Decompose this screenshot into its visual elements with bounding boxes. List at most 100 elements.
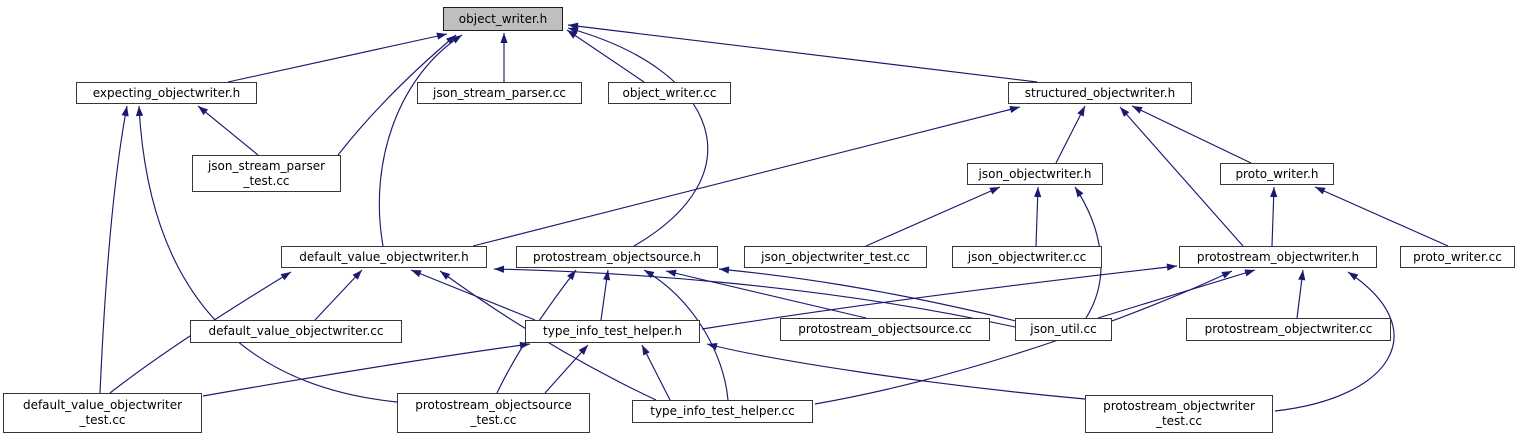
node-json_objectwriter.cc[interactable]: json_objectwriter.cc — [952, 246, 1102, 268]
node-object_writer.cc[interactable]: object_writer.cc — [608, 82, 731, 104]
node-label: object_writer.cc — [622, 85, 717, 100]
edge-pw_cc-pw_h — [1314, 186, 1449, 247]
node-label: proto_writer.h — [1235, 166, 1319, 181]
node-structured_objectwriter.h[interactable]: structured_objectwriter.h — [1008, 82, 1192, 104]
node-label: _test.cc — [1155, 414, 1203, 428]
edge-ju_cc-pos_h — [718, 268, 1017, 322]
node-label: object_writer.h — [458, 11, 548, 26]
arrowhead-ju_cc-jow_h — [1075, 187, 1084, 198]
arrowhead-pos_cc-pos_h — [666, 269, 677, 277]
node-proto_writer.h[interactable]: proto_writer.h — [1220, 163, 1334, 185]
edge-pos_h-ow_h — [567, 27, 709, 247]
edge-ju_cc-pow_h — [1097, 269, 1256, 319]
node-protostream_objectwriter.h[interactable]: protostream_objectwriter.h — [1179, 246, 1377, 268]
node-label: protostream_objectsource.cc — [798, 322, 972, 336]
node-default_value_objectwriter_test.cc[interactable]: default_value_objectwriter_test.cc — [3, 393, 202, 433]
arrowhead-jsp_cc-ow_h — [500, 33, 508, 43]
node-label: json_stream_parser — [207, 158, 326, 173]
node-default_value_objectwriter.cc[interactable]: default_value_objectwriter.cc — [190, 320, 402, 343]
node-object_writer.h[interactable]: object_writer.h — [443, 7, 563, 31]
arrowhead-pw_cc-pw_h — [1315, 187, 1326, 195]
node-label: expecting_objectwriter.h — [92, 85, 241, 100]
node-protostream_objectsource_test.cc[interactable]: protostream_objectsource_test.cc — [397, 393, 590, 433]
edge-pow_h-st_h — [1119, 106, 1244, 247]
edge-dv_h-ow_h — [378, 34, 463, 247]
arrowhead-dv_h-st_h — [1009, 105, 1020, 113]
arrowhead-tit_h-pos_h — [603, 270, 611, 281]
node-label: _test.cc — [79, 413, 126, 427]
arrowhead-tit_h-pow_h — [1166, 263, 1177, 271]
node-label: structured_objectwriter.h — [1024, 85, 1176, 100]
arrowhead-jowt_cc-jow_h — [989, 187, 1000, 195]
node-type_info_test_helper.h[interactable]: type_info_test_helper.h — [525, 320, 700, 343]
node-label: json_objectwriter_test.cc — [761, 249, 910, 264]
edge-ow_cc-ow_h — [566, 29, 645, 83]
arrowhead-pow_h-pw_h — [1270, 187, 1278, 198]
edge-pw_h-st_h — [1131, 105, 1252, 164]
edge-tit_h-pow_h — [701, 265, 1178, 330]
arrowhead-dvt_cc-exp_h — [121, 106, 129, 117]
edge-post_cc-tit_h — [544, 344, 589, 394]
edge-pos_cc-pos_h — [665, 270, 867, 319]
node-label: type_info_test_helper.cc — [650, 404, 795, 418]
arrowhead-tit_h-dv_h — [411, 270, 422, 278]
arrowhead-pw_h-st_h — [1132, 106, 1143, 114]
node-json_stream_parser.cc[interactable]: json_stream_parser.cc — [417, 82, 582, 104]
edge-tit_cc-pos_h — [643, 269, 729, 401]
edge-post_cc-exp_h — [138, 105, 398, 403]
node-label: type_info_test_helper.h — [543, 324, 682, 338]
node-json_util.cc[interactable]: json_util.cc — [1015, 318, 1112, 341]
arrowhead-tit_cc-dv_h — [440, 271, 451, 280]
edge-dv_h-st_h — [472, 106, 1021, 247]
node-expecting_objectwriter.h[interactable]: expecting_objectwriter.h — [76, 82, 257, 104]
arrowhead-jspt_cc-exp_h — [198, 106, 209, 116]
node-label: default_value_objectwriter — [22, 398, 183, 412]
node-default_value_objectwriter.h[interactable]: default_value_objectwriter.h — [281, 246, 487, 268]
node-protostream_objectwriter_test.cc[interactable]: protostream_objectwriter_test.cc — [1085, 395, 1273, 433]
arrowhead-powt_cc-tit_h — [707, 342, 718, 350]
edge-exp_h-ow_h — [227, 33, 448, 83]
node-label: protostream_objectsource — [415, 398, 572, 412]
arrowhead-pow_cc-pow_h — [1298, 270, 1306, 281]
node-protostream_objectwriter.cc[interactable]: protostream_objectwriter.cc — [1186, 318, 1391, 341]
edge-dvt_cc-exp_h — [99, 105, 128, 394]
arrowhead-jow_h-st_h — [1077, 106, 1085, 117]
node-json_objectwriter.h[interactable]: json_objectwriter.h — [967, 163, 1103, 185]
arrowhead-tit_cc-pow_h — [1221, 271, 1232, 279]
arrowhead-ju_cc-dv_h — [494, 265, 505, 273]
arrowhead-dvt_cc-tit_h — [519, 341, 530, 349]
arrowhead-dv_cc-dv_h — [352, 270, 362, 280]
arrowhead-post_cc-pos_h — [567, 270, 576, 281]
arrowhead-powt_cc-pow_h — [1348, 272, 1359, 281]
edge-powt_cc-tit_h — [706, 343, 1086, 400]
node-label: json_objectwriter.h — [978, 166, 1092, 181]
arrowhead-ju_cc-pow_h — [1244, 269, 1255, 277]
arrowhead-st_h-ow_h — [568, 22, 579, 30]
node-protostream_objectsource.h[interactable]: protostream_objectsource.h — [516, 246, 718, 268]
arrowhead-dv_h-ow_h — [451, 35, 462, 44]
node-protostream_objectsource.cc[interactable]: protostream_objectsource.cc — [780, 318, 990, 341]
edge-jow_h-st_h — [1055, 105, 1086, 164]
arrowhead-pow_h-st_h — [1120, 107, 1130, 117]
node-label: json_util.cc — [1030, 322, 1097, 336]
node-label: default_value_objectwriter.h — [299, 249, 469, 264]
node-type_info_test_helper.cc[interactable]: type_info_test_helper.cc — [632, 400, 813, 423]
arrowhead-tit_cc-tit_h — [642, 345, 650, 356]
arrowhead-post_cc-tit_h — [578, 345, 588, 355]
arrowhead-jow_cc-jow_h — [1034, 187, 1042, 198]
arrowhead-ju_cc-pos_h — [719, 266, 730, 274]
edge-tit_h-dv_h — [410, 269, 536, 321]
arrowhead-dvt_cc-dv_h — [280, 272, 291, 281]
edge-dvt_cc-tit_h — [202, 343, 531, 397]
arrowhead-tit_cc-pos_h — [644, 270, 655, 279]
edge-tit_cc-tit_h — [641, 344, 671, 401]
node-json_stream_parser_test.cc[interactable]: json_stream_parser_test.cc — [192, 155, 341, 192]
node-json_objectwriter_test.cc[interactable]: json_objectwriter_test.cc — [744, 246, 927, 268]
node-proto_writer.cc[interactable]: proto_writer.cc — [1400, 246, 1515, 268]
node-label: _test.cc — [243, 173, 290, 188]
edge-jowt_cc-jow_h — [865, 186, 1001, 247]
edge-dv_cc-dv_h — [314, 269, 363, 321]
node-label: protostream_objectwriter — [1103, 399, 1255, 413]
node-label: _test.cc — [470, 413, 517, 427]
